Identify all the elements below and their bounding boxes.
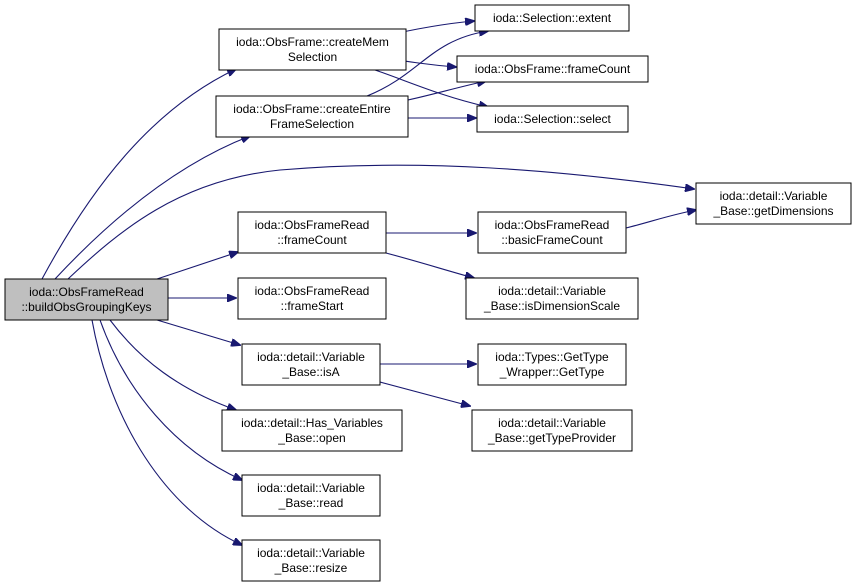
node-label-line: ioda::ObsFrame::frameCount [475,62,631,76]
node-label-line: ioda::Selection::extent [493,11,612,25]
node-label-line: ioda::detail::Variable [257,350,365,364]
node-variable-base-resize[interactable]: ioda::detail::Variable _Base::resize [241,539,381,582]
node-variable-base-gettypeprovider[interactable]: ioda::detail::Variable _Base::getTypePro… [471,409,633,452]
node-label-line: ioda::ObsFrameRead [495,218,610,232]
node-obsframeread-framestart[interactable]: ioda::ObsFrameRead ::frameStart [237,277,387,320]
node-types-gettype-wrapper[interactable]: ioda::Types::GetType _Wrapper::GetType [477,343,627,386]
edge-createmem-select [374,69,488,107]
node-label-line: ioda::ObsFrameRead [255,218,370,232]
node-build-obs-grouping-keys[interactable]: ioda::ObsFrameRead ::buildObsGroupingKey… [4,278,169,321]
edges [41,21,696,545]
node-label-line: _Base::open [277,431,345,445]
node-label-line: ::buildObsGroupingKeys [21,300,151,314]
edge-createentire-extent [366,31,488,97]
node-label-line: _Base::getDimensions [712,204,833,218]
node-label-line: ioda::ObsFrameRead [29,285,144,299]
edge-root-createmem [41,69,236,280]
node-label-line: ::frameStart [281,299,344,313]
node-label-line: ioda::detail::Variable [720,189,828,203]
node-selection-select[interactable]: ioda::Selection::select [476,105,629,133]
node-obsframeread-framecount[interactable]: ioda::ObsFrameRead ::frameCount [237,211,387,254]
node-label-line: ioda::Types::GetType [495,350,609,364]
node-label-line: ioda::detail::Variable [257,481,365,495]
edge-root-ofrframecount [156,252,238,280]
node-label-line: ::frameCount [277,233,347,247]
node-label-line: _Base::read [278,496,344,510]
node-label-line: FrameSelection [270,117,354,131]
edge-ofrframecount-isdimscale [385,252,474,278]
node-variable-base-read[interactable]: ioda::detail::Variable _Base::read [241,474,381,517]
node-label-line: _Base::isA [281,365,339,379]
node-label-line: _Base::isDimensionScale [483,299,620,313]
node-label-line: ioda::detail::Has_Variables [241,416,383,430]
edge-root-read [99,319,242,480]
node-has-variables-base-open[interactable]: ioda::detail::Has_Variables _Base::open [221,409,403,452]
node-label-line: ioda::ObsFrame::createMem [236,35,389,49]
node-label-line: Selection [288,50,337,64]
edge-root-open [109,319,236,410]
node-label-line: ioda::detail::Variable [498,284,606,298]
node-create-mem-selection[interactable]: ioda::ObsFrame::createMem Selection [218,28,407,71]
node-label-line: ioda::ObsFrame::createEntire [233,102,391,116]
node-label-line: _Wrapper::GetType [499,365,605,379]
node-selection-extent[interactable]: ioda::Selection::extent [474,4,630,32]
node-label-line: _Base::resize [274,561,348,575]
node-obsframeread-basicframecount[interactable]: ioda::ObsFrameRead ::basicFrameCount [477,211,627,254]
node-label-line: ioda::detail::Variable [257,546,365,560]
node-label-line: ::basicFrameCount [501,233,603,247]
node-variable-base-getdimensions[interactable]: ioda::detail::Variable _Base::getDimensi… [695,182,852,225]
edge-root-createentire [54,136,250,280]
edge-root-isa [156,319,240,345]
node-variable-base-isa[interactable]: ioda::detail::Variable _Base::isA [241,343,381,386]
edge-createentire-framecount [407,81,486,101]
edge-root-getdimensions [67,164,694,280]
edge-basicframecount-getdimensions [625,210,696,229]
node-label-line: _Base::getTypeProvider [487,431,616,445]
edge-isa-gettypeprovider [379,381,470,406]
nodes: ioda::ObsFrameRead ::buildObsGroupingKey… [4,4,852,582]
node-label-line: ioda::detail::Variable [498,416,606,430]
node-label-line: ioda::Selection::select [494,112,611,126]
edge-root-resize [91,319,242,545]
node-label-line: ioda::ObsFrameRead [255,284,370,298]
node-variable-base-isdimensionscale[interactable]: ioda::detail::Variable _Base::isDimensio… [465,277,639,320]
node-create-entire-frame-selection[interactable]: ioda::ObsFrame::createEntire FrameSelect… [215,95,409,138]
node-obsframe-framecount[interactable]: ioda::ObsFrame::frameCount [456,55,649,83]
